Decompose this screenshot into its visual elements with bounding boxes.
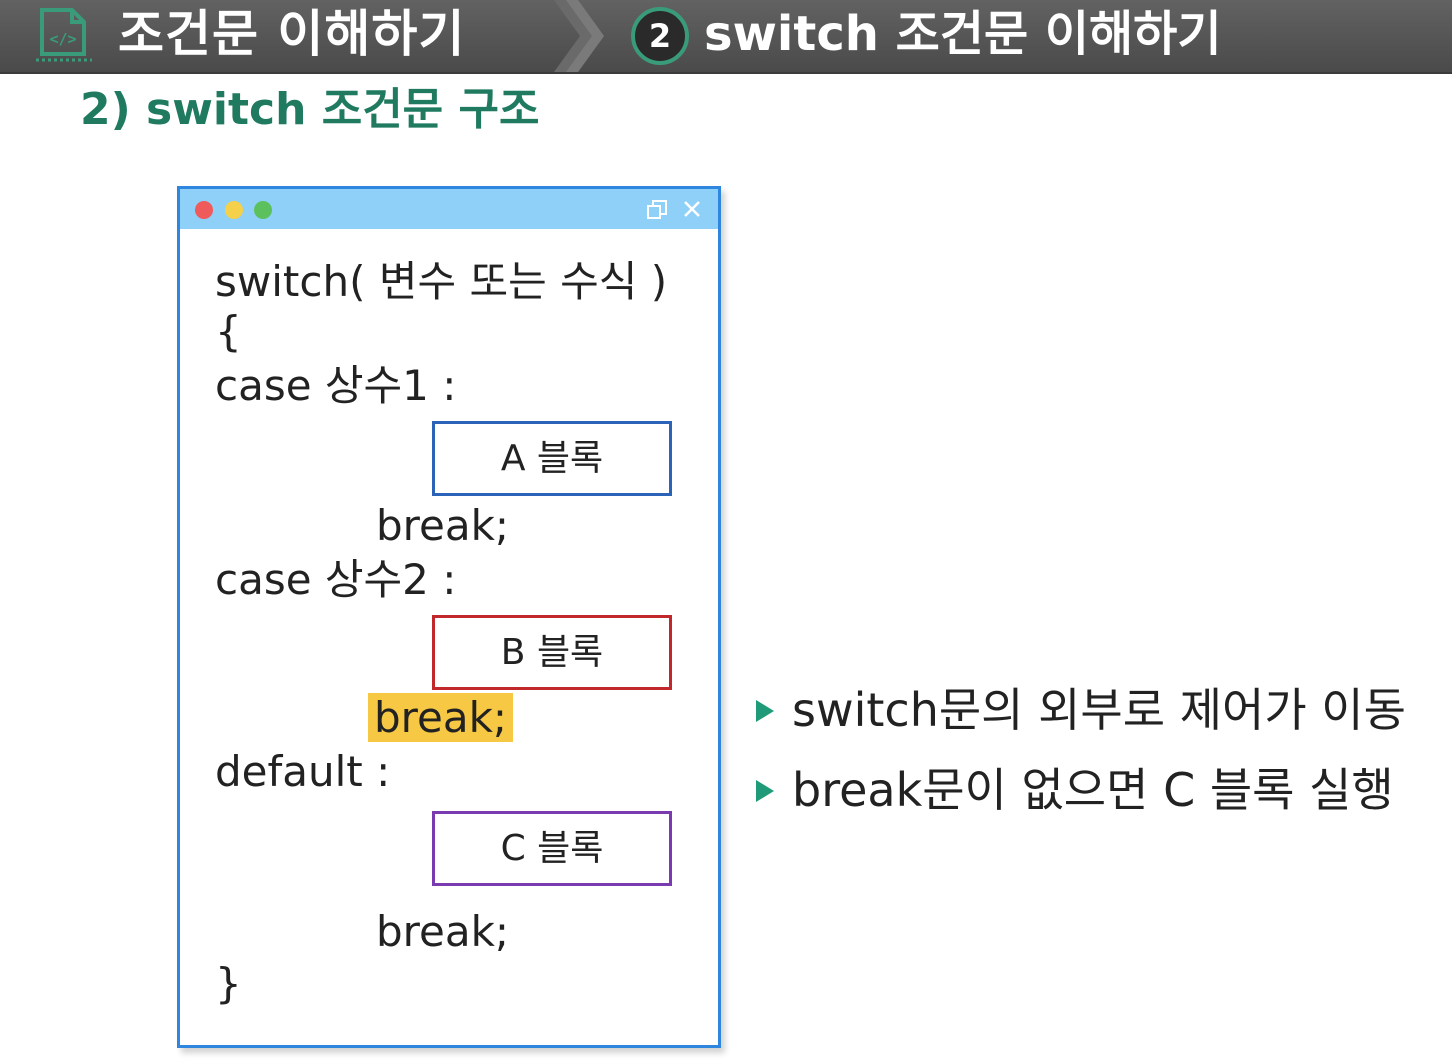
restore-icon[interactable] xyxy=(646,199,668,221)
close-dot-icon[interactable] xyxy=(195,201,213,219)
block-a-box: A 블록 xyxy=(432,421,672,496)
highlighted-break: break; xyxy=(368,693,514,742)
code-default-line: default : xyxy=(215,747,391,796)
bullet-text: break문이 없으면 C 블록 실행 xyxy=(792,763,1394,817)
code-case1-line: case 상수1 : xyxy=(215,361,457,410)
code-break2-line: break; xyxy=(368,693,514,743)
maximize-dot-icon[interactable] xyxy=(254,201,272,219)
triangle-bullet-icon xyxy=(756,779,774,802)
block-c-box: C 블록 xyxy=(432,811,672,886)
header-subtitle: switch 조건문 이해하기 xyxy=(704,6,1222,62)
code-switch-line: switch( 변수 또는 수식 ) xyxy=(215,257,668,306)
code-window: switch( 변수 또는 수식 ) { case 상수1 : A 블록 bre… xyxy=(177,186,721,1048)
svg-text:</>: </> xyxy=(49,30,76,48)
code-break1-line: break; xyxy=(376,501,510,550)
minimize-dot-icon[interactable] xyxy=(225,201,243,219)
close-icon[interactable] xyxy=(682,199,702,219)
header-bar: </> 조건문 이해하기 2 switch 조건문 이해하기 xyxy=(0,0,1452,74)
code-break3-line: break; xyxy=(376,907,510,956)
bullet-item: break문이 없으면 C 블록 실행 xyxy=(756,758,1394,822)
triangle-bullet-icon xyxy=(756,699,774,722)
code-open-brace: { xyxy=(215,307,242,356)
header-title: 조건문 이해하기 xyxy=(118,5,466,63)
window-titlebar xyxy=(180,189,718,229)
block-b-box: B 블록 xyxy=(432,615,672,690)
chevron-right-icon xyxy=(554,0,604,72)
code-close-brace: } xyxy=(215,959,242,1008)
code-file-icon: </> xyxy=(36,8,92,62)
section-title: 2) switch 조건문 구조 xyxy=(80,84,540,135)
step-number-badge: 2 xyxy=(631,7,689,65)
bullet-item: switch문의 외부로 제어가 이동 xyxy=(756,678,1406,742)
code-case2-line: case 상수2 : xyxy=(215,555,457,604)
bullet-text: switch문의 외부로 제어가 이동 xyxy=(792,683,1406,737)
